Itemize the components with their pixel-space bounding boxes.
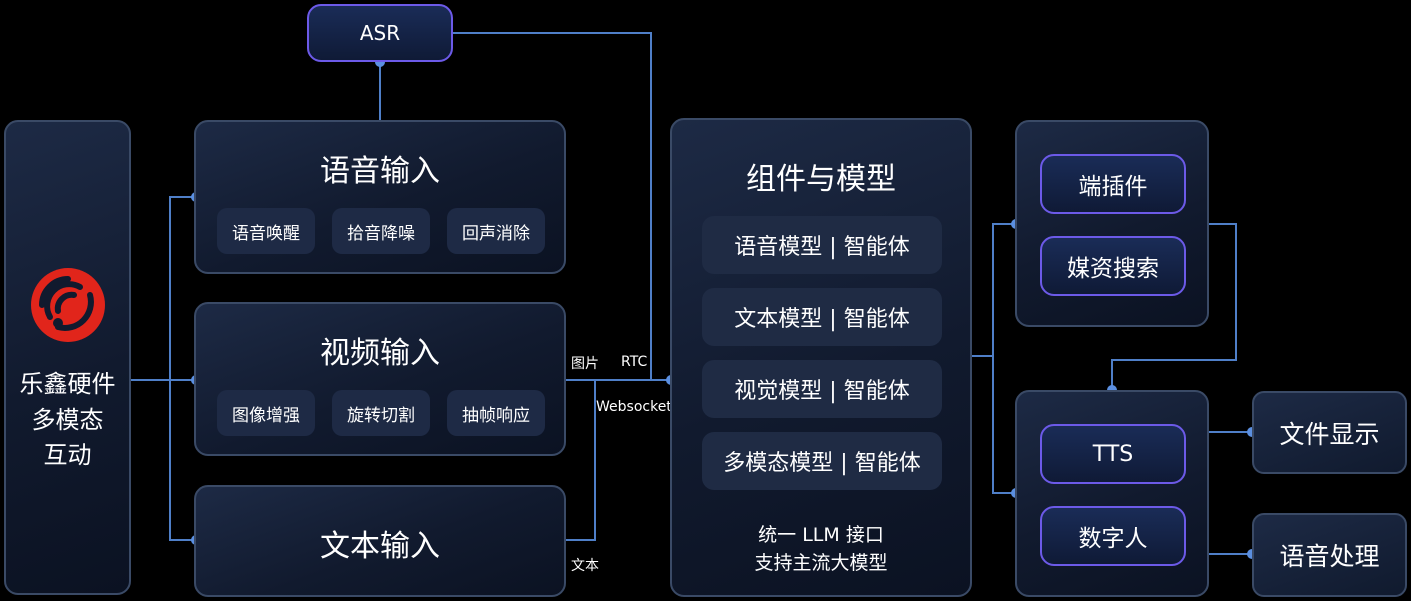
components-footer-line1: 统一 LLM 接口: [758, 524, 884, 546]
outputs-panel: TTS 数字人: [1015, 390, 1209, 597]
video-item-rotate: 旋转切割: [332, 390, 430, 436]
link-text-label: 文本: [571, 558, 599, 574]
link-websocket-label: Websocket: [596, 399, 672, 415]
model-vision: 视觉模型 | 智能体: [702, 360, 942, 418]
result-voice-processing-label: 语音处理: [1279, 542, 1380, 571]
components-title: 组件与模型: [746, 162, 896, 197]
plugin-media-search-label: 媒资搜索: [1067, 256, 1159, 282]
result-file-display: 文件显示: [1252, 391, 1407, 474]
voice-item-denoise: 拾音降噪: [332, 208, 430, 254]
model-speech: 语音模型 | 智能体: [702, 216, 942, 274]
result-voice-processing: 语音处理: [1252, 513, 1407, 597]
voice-input-title: 语音输入: [320, 154, 440, 189]
plugins-panel: 端插件 媒资搜索: [1015, 120, 1209, 327]
plugin-media-search: 媒资搜索: [1040, 236, 1186, 296]
text-input-panel: 文本输入: [194, 485, 566, 597]
link-image-label: 图片: [571, 356, 599, 372]
video-item-enhance: 图像增强: [217, 390, 315, 436]
voice-input-panel: 语音输入 语音唤醒 拾音降噪 回声消除: [194, 120, 566, 274]
device-line1: 乐鑫硬件: [19, 370, 116, 398]
asr-node: ASR: [307, 4, 453, 62]
video-item-frame: 抽帧响应: [447, 390, 545, 436]
device-line2: 多模态: [31, 406, 104, 434]
plugin-device: 端插件: [1040, 154, 1186, 214]
output-tts: TTS: [1040, 424, 1186, 484]
voice-item-wake: 语音唤醒: [217, 208, 315, 254]
components-footer-line2: 支持主流大模型: [754, 552, 888, 574]
model-multimodal: 多模态模型 | 智能体: [702, 432, 942, 490]
components-panel: 组件与模型 语音模型 | 智能体 文本模型 | 智能体 视觉模型 | 智能体 多…: [670, 118, 972, 597]
result-file-display-label: 文件显示: [1279, 419, 1380, 449]
voice-item-echo: 回声消除: [447, 208, 545, 254]
output-digital-human: 数字人: [1040, 506, 1186, 566]
link-rtc-label: RTC: [621, 354, 648, 370]
text-input-title: 文本输入: [320, 529, 440, 564]
model-text: 文本模型 | 智能体: [702, 288, 942, 346]
asr-label: ASR: [359, 21, 401, 45]
device-panel: 乐鑫硬件 多模态 互动: [4, 120, 131, 595]
espressif-logo-icon: [31, 268, 105, 342]
plugin-device-label: 端插件: [1078, 174, 1148, 200]
output-digital-human-label: 数字人: [1078, 526, 1148, 552]
device-line3: 互动: [43, 441, 92, 469]
video-input-title: 视频输入: [320, 336, 440, 371]
video-input-panel: 视频输入 图像增强 旋转切割 抽帧响应: [194, 302, 566, 456]
output-tts-label: TTS: [1092, 441, 1134, 467]
